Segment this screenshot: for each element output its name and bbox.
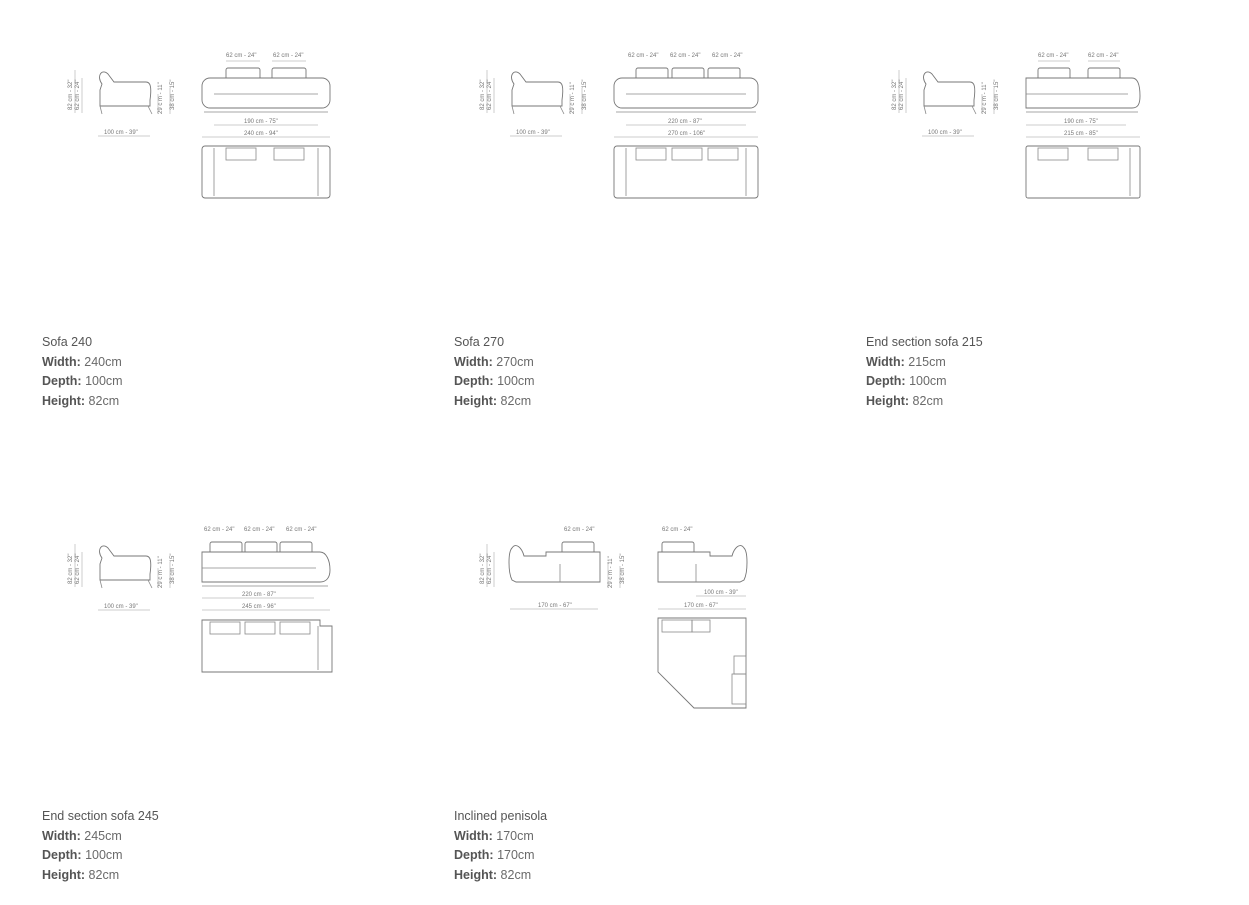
dim-cushion-c: 62 cm - 24" [286, 527, 316, 533]
dim-depth: 100 cm - 39" [104, 604, 138, 610]
dim-seat-width: 220 cm - 87" [668, 119, 702, 125]
dim-cushion-c: 62 cm - 24" [712, 53, 742, 59]
dim-height-back: 62 cm - 24" [487, 554, 493, 584]
dim-cushion-b: 62 cm - 24" [1088, 53, 1118, 59]
dim-cushion-a: 62 cm - 24" [226, 53, 256, 59]
dim-cushion-a: 62 cm - 24" [204, 527, 234, 533]
dim-arm-height: 38 cm - 15" [170, 554, 176, 584]
dim-cushion-a: 62 cm - 24" [564, 527, 594, 533]
spec-height: Height: 82cm [454, 867, 532, 882]
technical-drawing: 82 cm - 32" 62 cm - 24" 29 c m - 11" 38 … [476, 48, 786, 208]
technical-drawing: 82 cm - 32" 62 cm - 24" 29 c m - 11" 38 … [888, 48, 1188, 208]
product-spec: Inclined penisola Width: 170cm Depth: 17… [454, 807, 547, 885]
dim-cushion-b: 62 cm - 24" [670, 53, 700, 59]
product-spec: Sofa 270 Width: 270cm Depth: 100cm Heigh… [454, 333, 535, 411]
spec-height: Height: 82cm [42, 867, 120, 882]
dim-seat-height: 29 c m - 11" [608, 556, 614, 588]
technical-drawing: 82 cm - 32" 62 cm - 24" 29 c m - 11" 38 … [64, 48, 364, 208]
dim-height-total: 82 cm - 32" [68, 80, 74, 110]
spec-depth: Depth: 100cm [866, 374, 947, 388]
dim-height-back: 62 cm - 24" [75, 554, 81, 584]
product-title[interactable]: End section sofa 245 [42, 809, 159, 823]
spec-width: Width: 240cm [42, 354, 122, 369]
dim-arm-height: 38 cm - 15" [582, 80, 588, 110]
dim-cushion-b: 62 cm - 24" [273, 53, 303, 59]
product-spec: End section sofa 245 Width: 245cm Depth:… [42, 807, 159, 885]
dim-width-a: 170 cm - 67" [538, 603, 572, 609]
dim-depth: 100 cm - 39" [704, 590, 738, 596]
technical-drawing: 82 cm - 32" 62 cm - 24" 29 c m - 11" 38 … [64, 522, 374, 682]
spec-width: Width: 215cm [866, 354, 946, 369]
dim-total-width: 215 cm - 85" [1064, 131, 1098, 137]
product-title[interactable]: Inclined penisola [454, 809, 548, 823]
spec-height: Height: 82cm [866, 393, 944, 408]
spec-depth: Depth: 100cm [42, 374, 123, 388]
dim-arm-height: 38 cm - 15" [620, 554, 626, 584]
product-title[interactable]: Sofa 270 [454, 335, 505, 349]
spec-depth: Depth: 100cm [42, 848, 123, 862]
spec-width: Width: 245cm [42, 828, 122, 843]
dim-seat-height: 29 c m - 11" [982, 82, 988, 114]
product-title[interactable]: End section sofa 215 [866, 335, 983, 349]
spec-height: Height: 82cm [454, 393, 532, 408]
spec-height: Height: 82cm [42, 393, 120, 408]
dim-cushion-a: 62 cm - 24" [628, 53, 658, 59]
product-spec: End section sofa 215 Width: 215cm Depth:… [866, 333, 983, 411]
dim-seat-height: 29 c m - 11" [570, 82, 576, 114]
spec-depth: Depth: 170cm [454, 848, 535, 862]
product-spec: Sofa 240 Width: 240cm Depth: 100cm Heigh… [42, 333, 123, 411]
dim-depth: 100 cm - 39" [928, 130, 962, 136]
dim-total-width: 245 cm - 96" [242, 604, 276, 610]
dim-seat-width: 190 cm - 75" [244, 119, 278, 125]
dim-cushion-a: 62 cm - 24" [1038, 53, 1068, 59]
dim-height-total: 82 cm - 32" [68, 554, 74, 584]
dim-height-back: 62 cm - 24" [487, 80, 493, 110]
dim-height-back: 62 cm - 24" [899, 80, 905, 110]
dim-total-width: 270 cm - 106" [668, 131, 705, 137]
technical-drawing: 82 cm - 32" 62 cm - 24" 62 cm - 24" 29 c… [476, 522, 786, 722]
dim-height-total: 82 cm - 32" [892, 80, 898, 110]
dim-height-back: 62 cm - 24" [75, 80, 81, 110]
dim-seat-width: 220 cm - 87" [242, 592, 276, 598]
dim-seat-width: 190 cm - 75" [1064, 119, 1098, 125]
spec-width: Width: 170cm [454, 828, 534, 843]
dim-height-total: 82 cm - 32" [480, 80, 486, 110]
dim-cushion-b: 62 cm - 24" [244, 527, 274, 533]
dim-width-b: 170 cm - 67" [684, 603, 718, 609]
dim-cushion-b: 62 cm - 24" [662, 527, 692, 533]
dim-depth: 100 cm - 39" [104, 130, 138, 136]
dim-seat-height: 29 c m - 11" [158, 556, 164, 588]
dim-arm-height: 38 cm - 15" [994, 80, 1000, 110]
spec-depth: Depth: 100cm [454, 374, 535, 388]
spec-width: Width: 270cm [454, 354, 534, 369]
dim-arm-height: 38 cm - 15" [170, 80, 176, 110]
dim-seat-height: 29 c m - 11" [158, 82, 164, 114]
dim-depth: 100 cm - 39" [516, 130, 550, 136]
product-title[interactable]: Sofa 240 [42, 335, 93, 349]
dim-total-width: 240 cm - 94" [244, 131, 278, 137]
dim-height-total: 82 cm - 32" [480, 554, 486, 584]
